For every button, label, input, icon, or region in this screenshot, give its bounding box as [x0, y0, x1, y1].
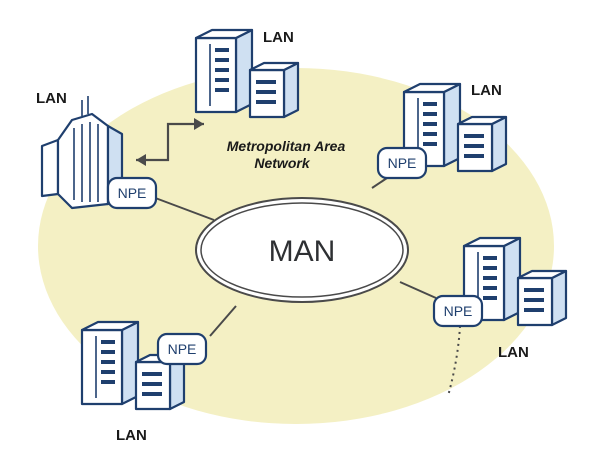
npe-node-northeast	[376, 146, 428, 180]
man-ring	[195, 197, 409, 303]
link-dotted-tail	[447, 325, 461, 397]
npe-node-west	[106, 176, 158, 210]
lan-label-southwest: LAN	[116, 427, 147, 444]
link-west	[149, 195, 215, 221]
npe-label-northeast: NPE	[388, 155, 417, 171]
link-east	[399, 281, 437, 299]
diagram-title-line2: Network	[254, 155, 310, 171]
npe-label-southwest: NPE	[168, 341, 197, 357]
npe-node-southwest	[156, 332, 208, 366]
npe-label-west: NPE	[118, 185, 147, 201]
diagram-title-line1: Metropolitan Area	[227, 138, 346, 154]
lan-label-west: LAN	[36, 90, 67, 107]
link-southwest	[209, 305, 237, 337]
lan-label-top: LAN	[263, 29, 294, 46]
bidirectional-arrow-icon	[136, 118, 204, 166]
npe-label-east: NPE	[444, 303, 473, 319]
lan-label-east: LAN	[498, 344, 529, 361]
man-label: MAN	[269, 235, 336, 268]
lan-label-northeast: LAN	[471, 82, 502, 99]
npe-node-east	[432, 294, 484, 328]
